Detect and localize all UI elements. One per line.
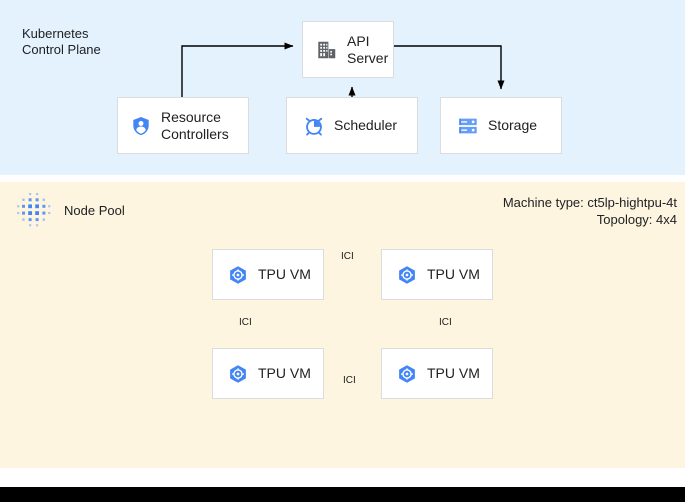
tpu-hexagon-icon — [230, 364, 246, 383]
box-tpu-vm-3[interactable]: TPU VM — [381, 348, 493, 399]
shield-person-icon — [133, 116, 149, 135]
box-tpu-vm-1[interactable]: TPU VM — [381, 249, 493, 300]
dot-matrix-icon — [17, 193, 51, 227]
bottom-bar — [0, 487, 685, 502]
box-tpu-vm-3-label: TPU VM — [427, 365, 480, 381]
box-scheduler-label: Scheduler — [334, 117, 398, 133]
control-plane-title: Kubernetes Control Plane — [22, 26, 101, 57]
node-pool-panel — [0, 182, 685, 468]
server-rack-icon — [459, 118, 477, 133]
box-storage-label: Storage — [488, 117, 538, 133]
alarm-clock-icon — [305, 117, 323, 136]
box-resource-controllers[interactable]: Resource Controllers — [117, 97, 249, 154]
tpu-hexagon-icon — [399, 265, 415, 284]
box-tpu-vm-1-label: TPU VM — [427, 266, 480, 282]
building-icon — [318, 41, 336, 58]
ici-label-top: ICI — [341, 251, 354, 262]
box-tpu-vm-2[interactable]: TPU VM — [212, 348, 324, 399]
box-tpu-vm-0[interactable]: TPU VM — [212, 249, 324, 300]
box-api-server-label: API Server — [347, 32, 389, 66]
tpu-hexagon-icon — [399, 364, 415, 383]
machine-type-text: Machine type: ct5lp-hightpu-4t — [502, 195, 677, 210]
box-tpu-vm-2-label: TPU VM — [258, 365, 311, 381]
box-scheduler[interactable]: Scheduler — [286, 97, 418, 154]
box-storage[interactable]: Storage — [440, 97, 562, 154]
topology-text: Topology: 4x4 — [596, 212, 677, 227]
ici-label-bottom: ICI — [343, 375, 356, 386]
ici-label-right: ICI — [439, 317, 452, 328]
node-pool-metadata: Machine type: ct5lp-hightpu-4t Topology:… — [503, 194, 677, 228]
node-pool-title: Node Pool — [64, 203, 125, 218]
tpu-hexagon-icon — [230, 265, 246, 284]
box-tpu-vm-0-label: TPU VM — [258, 266, 311, 282]
box-resource-controllers-label: Resource Controllers — [161, 108, 229, 142]
ici-label-left: ICI — [239, 317, 252, 328]
box-api-server[interactable]: API Server — [302, 21, 394, 78]
